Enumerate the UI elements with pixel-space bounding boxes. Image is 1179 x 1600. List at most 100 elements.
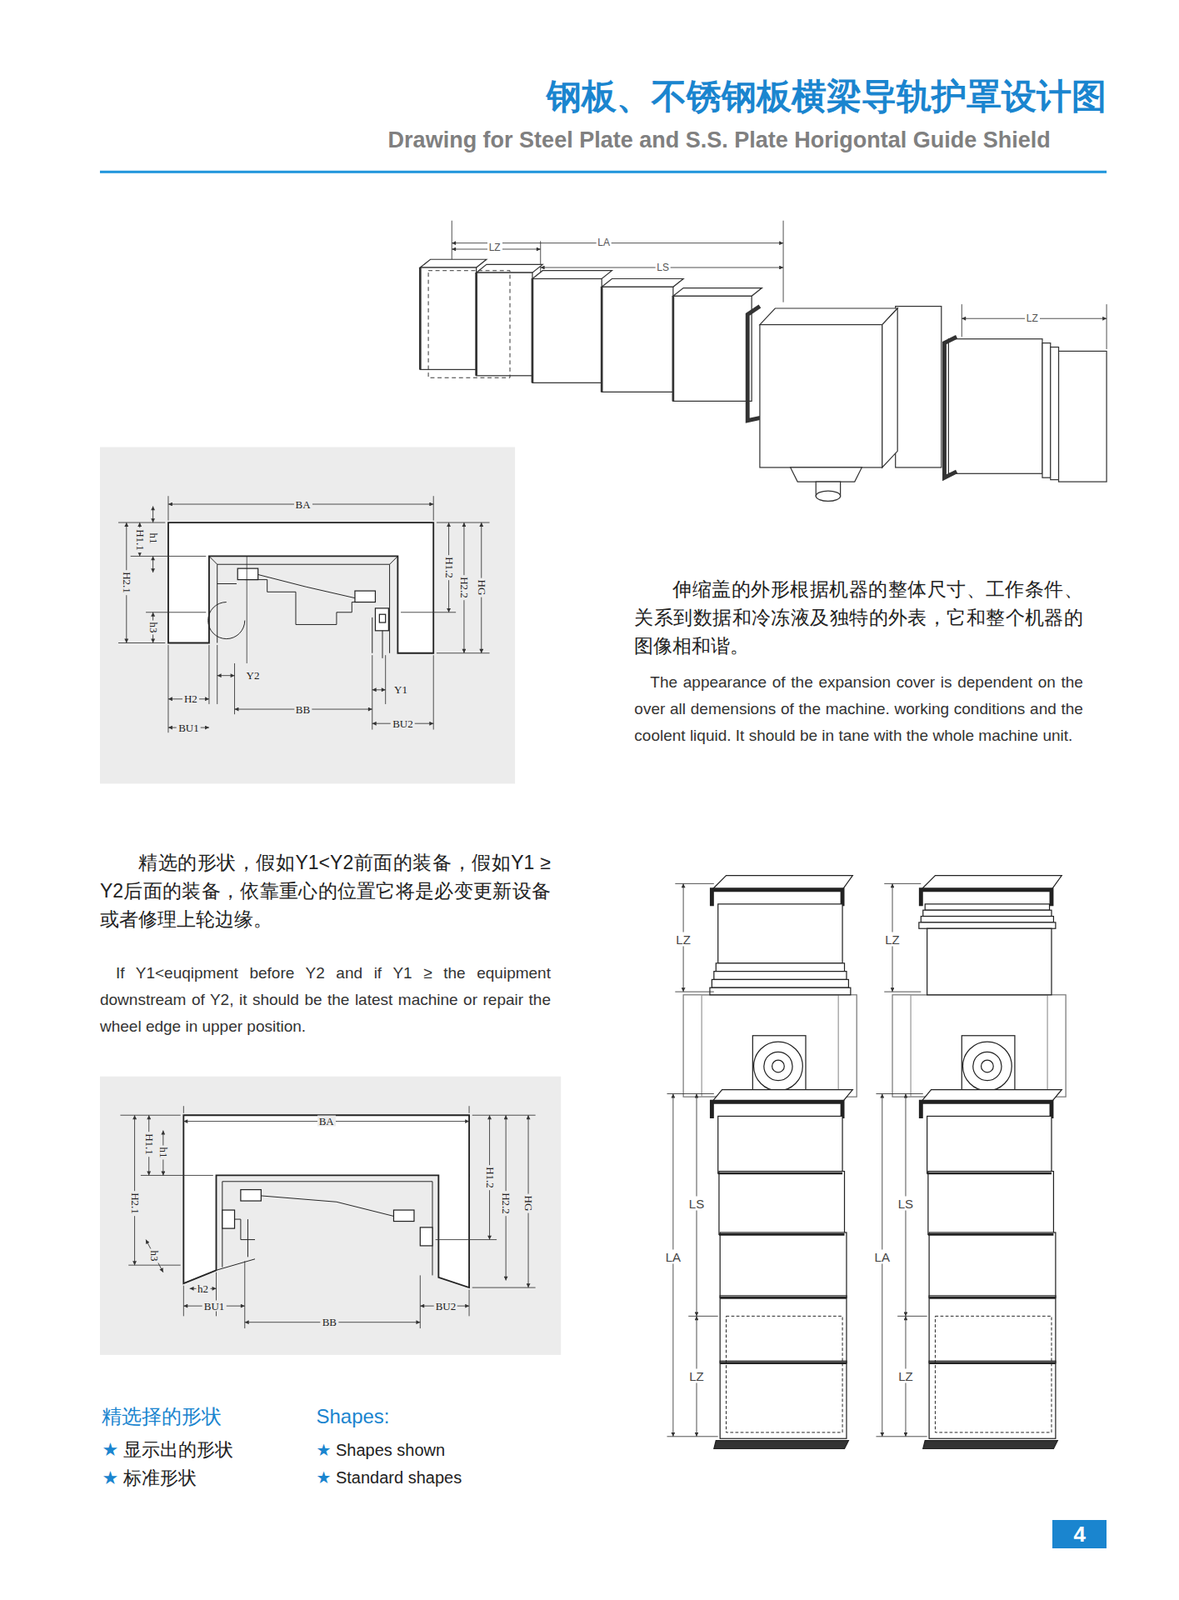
section-heading: 精选择的形状 <box>101 1404 222 1429</box>
dimension-label: BU1 <box>202 1299 227 1311</box>
dimension-lines <box>783 220 785 303</box>
section-drawing <box>217 574 360 625</box>
dimension-label: LS <box>654 262 671 273</box>
description-text: The appearance of the expansion cover is… <box>634 669 1084 750</box>
dimension-label: h3 <box>148 1248 160 1263</box>
horizontal-cover-figure <box>815 490 840 501</box>
horizontal-cover-figure <box>419 259 487 268</box>
dimension-label: h1 <box>157 1145 169 1160</box>
section-drawing <box>209 555 398 565</box>
section-drawing <box>372 689 386 690</box>
vertical-cover-figure <box>754 1041 804 1091</box>
vertical-cover-figure <box>711 875 853 890</box>
section-drawing <box>118 522 206 643</box>
vertical-cover-figure <box>719 1171 845 1235</box>
vertical-cover-figure <box>927 928 1052 995</box>
dimension-label: H2.2 <box>458 574 470 600</box>
dimension-label: H1.2 <box>443 554 455 580</box>
dimension-label: BB <box>320 1316 339 1328</box>
dimension-label: BA <box>294 498 313 510</box>
list-item: ★ 标准形状 <box>101 1467 197 1489</box>
vertical-cover-figure <box>923 909 1052 916</box>
horizontal-cover-figure <box>1042 343 1051 479</box>
dimension-label: H2.1 <box>129 1191 140 1217</box>
vertical-cover-figure <box>709 987 851 995</box>
vertical-cover-figure <box>920 916 1054 923</box>
horizontal-cover-figure <box>948 339 1043 475</box>
dimension-label: LA <box>664 1249 683 1264</box>
horizontal-cover-figure <box>601 279 684 288</box>
vertical-cover-figure <box>672 1094 674 1437</box>
dimension-label: LS <box>896 1196 915 1211</box>
horizontal-cover-figure <box>419 220 1107 502</box>
vertical-cover-figure <box>718 1173 847 1364</box>
dimension-label: Y1 <box>392 684 410 695</box>
horizontal-cover-figure <box>790 467 863 482</box>
dimension-label: H2 <box>182 693 200 705</box>
vertical-cover-figure <box>752 1035 806 1095</box>
horizontal-cover-figure <box>419 267 674 401</box>
vertical-cover-figure <box>719 1295 847 1364</box>
header-rule <box>99 170 1107 174</box>
description-text: If Y1<euqipment before Y2 and if Y1 ≥ th… <box>99 959 551 1040</box>
dimension-label: LS <box>687 1196 706 1211</box>
vertical-cover-figure <box>667 994 858 1449</box>
section-drawing <box>222 1181 433 1276</box>
section-heading: Shapes: <box>315 1404 390 1429</box>
section-drawing <box>393 1209 414 1221</box>
section-drawing <box>354 590 375 602</box>
horizontal-cover-figure <box>532 279 602 384</box>
section-drawing <box>168 644 434 733</box>
dimension-label: BA <box>317 1115 336 1127</box>
dimension-label: LZ <box>896 1368 915 1384</box>
horizontal-cover-figure <box>476 272 533 376</box>
section-drawing <box>168 495 434 520</box>
section-drawing <box>237 568 258 580</box>
dimension-lines <box>961 304 963 337</box>
dimension-label: H1.2 <box>484 1164 495 1190</box>
vertical-cover-figure <box>718 904 843 964</box>
vertical-cover-figure <box>719 1232 847 1298</box>
dimension-label: LA <box>873 1249 892 1264</box>
horizontal-cover-figure <box>428 270 510 379</box>
vertical-cover-figure <box>667 1094 719 1437</box>
section-drawing <box>119 1105 535 1329</box>
vertical-cover-figure <box>920 875 1062 890</box>
dimension-label: H2.2 <box>500 1191 512 1217</box>
horizontal-cover-figure <box>673 295 752 401</box>
section-drawing <box>145 1239 164 1273</box>
dimension-lines <box>1106 304 1108 350</box>
section-drawing <box>234 1195 395 1257</box>
section-drawing <box>246 555 248 664</box>
section-drawing <box>168 522 434 654</box>
vertical-cover-figure <box>714 1440 850 1449</box>
horizontal-cover-figure <box>601 286 674 392</box>
page-title: 钢板、不锈钢板横梁导轨护罩设计图 <box>546 77 1107 116</box>
dimension-label: LZ <box>687 1368 706 1384</box>
vertical-cover-figure <box>714 971 847 980</box>
list-item: ★ 显示出的形状 <box>101 1438 234 1461</box>
vertical-cover-figure <box>764 1051 793 1080</box>
vertical-cover-figure <box>667 1094 719 1437</box>
description-text: 精选的形状，假如Y1<Y2前面的装备，假如Y1 ≥ Y2后面的装备，依靠重心的位… <box>99 848 551 934</box>
horizontal-cover-figure <box>673 288 762 297</box>
subtitle: Drawing for Steel Plate and S.S. Plate H… <box>388 128 1051 154</box>
dimension-label: Y2 <box>244 669 262 681</box>
horizontal-cover-figure <box>1059 350 1108 482</box>
dimension-label: h3 <box>147 619 159 635</box>
horizontal-cover-figure <box>759 324 883 468</box>
page-number-box: 4 <box>1052 1519 1107 1549</box>
vertical-cover-figure <box>715 963 845 972</box>
horizontal-cover-figure <box>882 308 898 468</box>
section-drawing <box>99 1076 561 1355</box>
section-drawing <box>183 1260 470 1329</box>
section-drawing <box>217 564 390 653</box>
section-drawing <box>400 522 490 654</box>
horizontal-cover-figure <box>944 336 957 478</box>
dimension-lines <box>539 240 541 276</box>
vertical-cover-figure <box>875 994 1066 1449</box>
section-drawing <box>222 1209 235 1229</box>
dimension-label: BB <box>294 703 312 715</box>
